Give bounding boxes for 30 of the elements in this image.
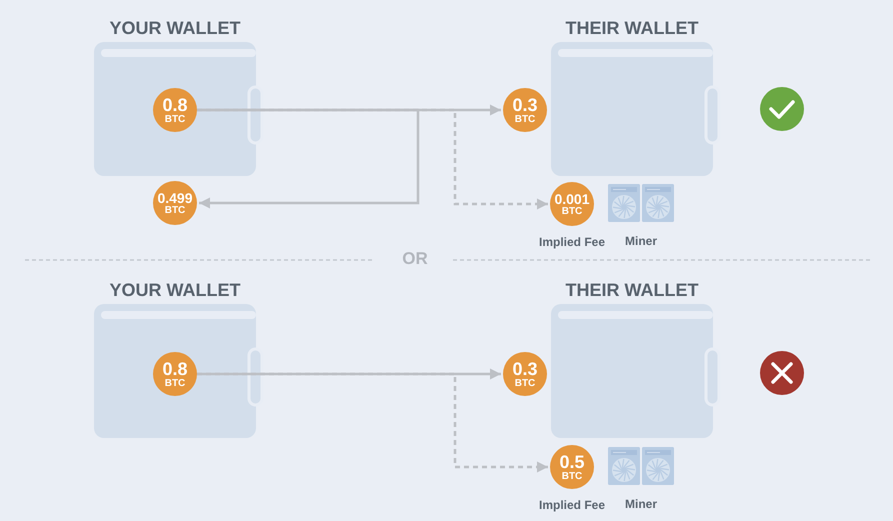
coin-amount: 0.3: [512, 360, 538, 378]
coin-amount: 0.8: [162, 360, 188, 378]
coin-amount: 0.8: [162, 96, 188, 114]
coin-unit: BTC: [562, 206, 582, 216]
coin-unit: BTC: [514, 114, 536, 124]
coin: [503, 352, 547, 396]
coin: [550, 182, 594, 226]
wallet-title: YOUR WALLET: [110, 280, 240, 300]
divider-text: OR: [402, 249, 428, 268]
wallet-title: THEIR WALLET: [566, 280, 698, 300]
coin-unit: BTC: [562, 472, 582, 482]
miner-label: Miner: [624, 497, 657, 511]
coin: [550, 445, 594, 489]
coin-amount: 0.499: [157, 190, 193, 204]
coin-unit: BTC: [514, 378, 536, 388]
coin-amount: 0.3: [512, 96, 538, 114]
wallet-title: YOUR WALLET: [110, 18, 240, 38]
dashed-arrow: [197, 372, 548, 472]
coin: [153, 181, 197, 225]
wallet-title: THEIR WALLET: [566, 18, 698, 38]
coin-unit: BTC: [164, 114, 186, 124]
arrow: [197, 108, 420, 208]
coin-amount: 0.5: [559, 452, 585, 470]
miner-label: Miner: [624, 234, 657, 248]
coin-amount: 0.001: [554, 192, 590, 206]
coin: [503, 88, 547, 132]
fee-caption: Implied Fee: [538, 498, 606, 512]
fee-caption: Implied Fee: [538, 235, 606, 249]
coin-unit: BTC: [164, 206, 186, 216]
coin-unit: BTC: [164, 378, 186, 388]
